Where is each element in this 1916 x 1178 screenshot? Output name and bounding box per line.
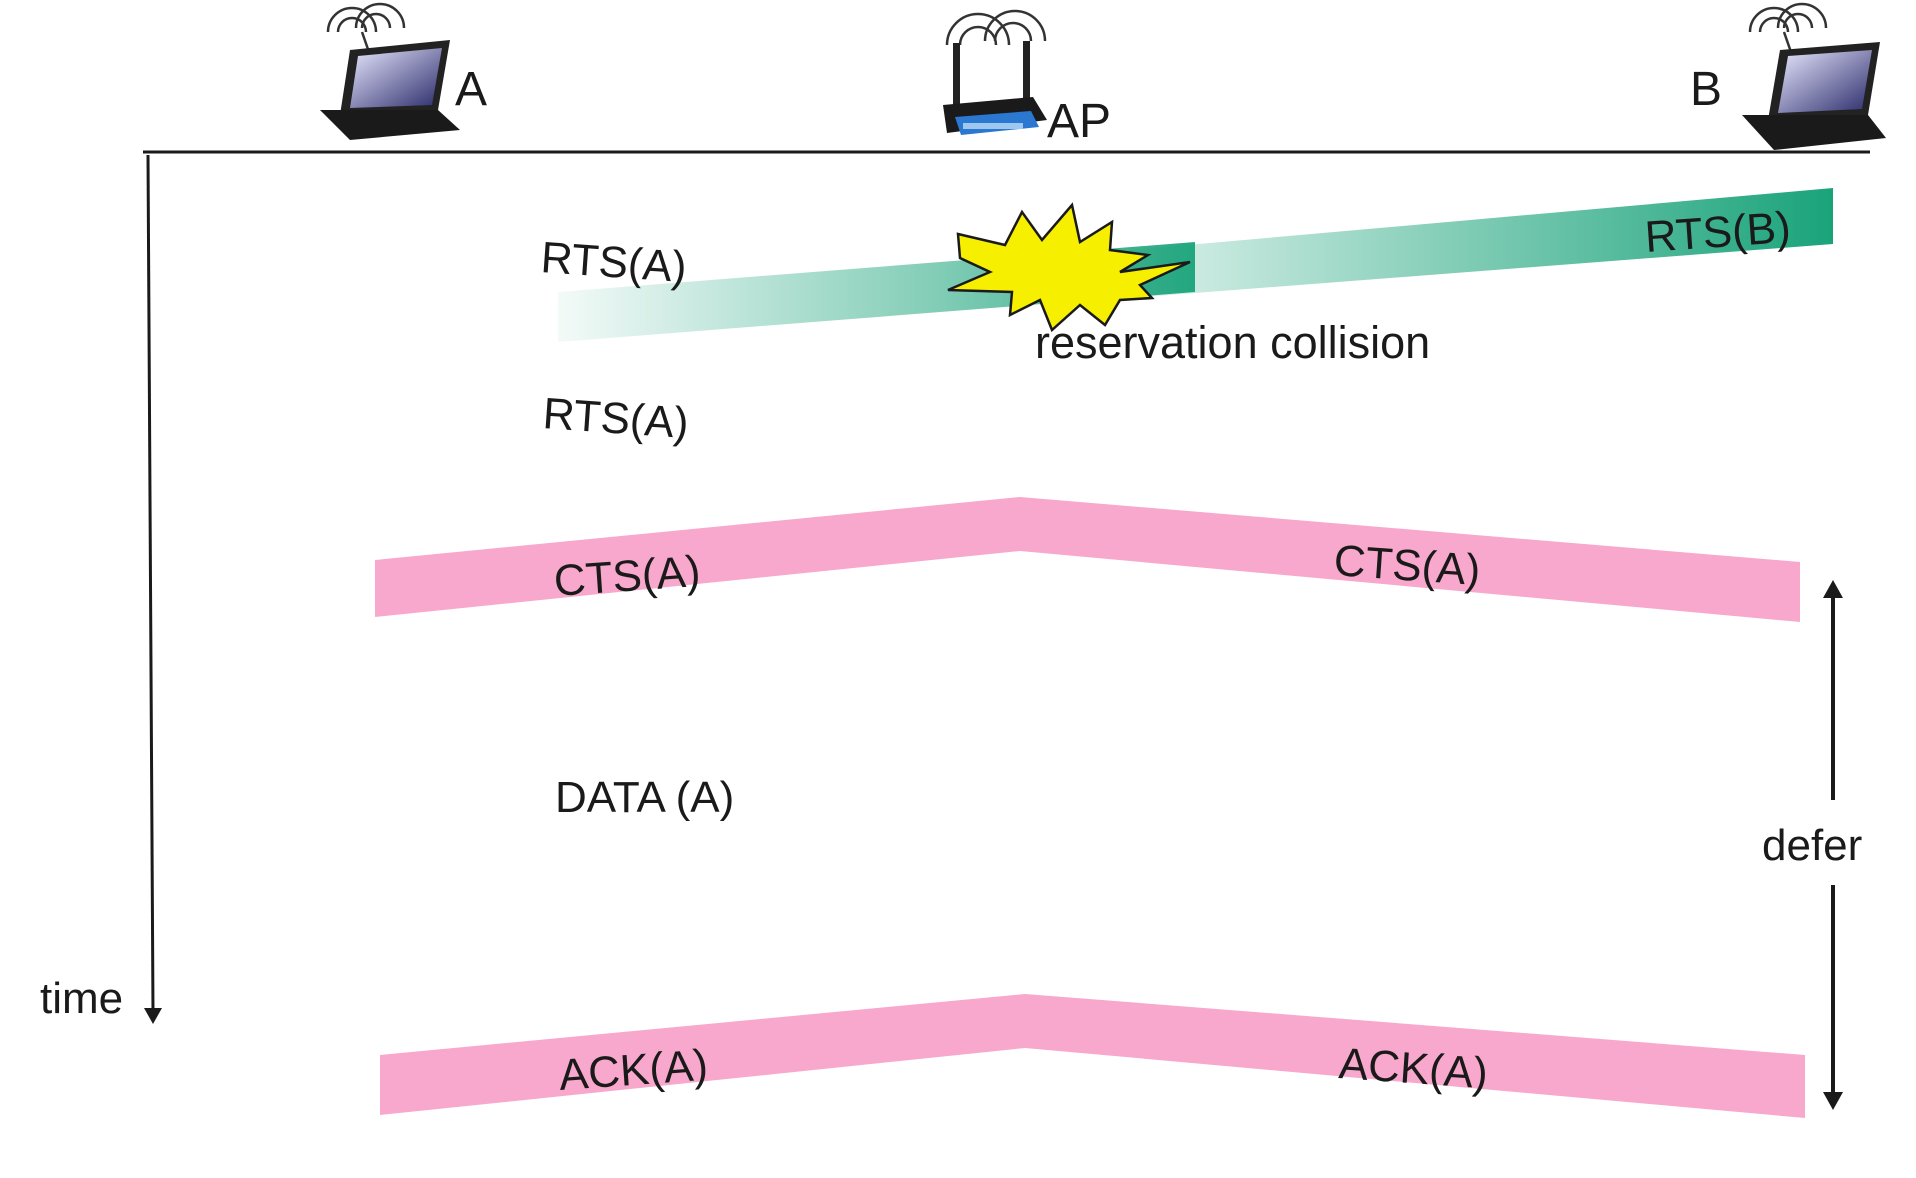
laptop-b-icon <box>1742 2 1886 150</box>
time-axis-label: time <box>40 974 123 1023</box>
rts-a-label-1: RTS(A) <box>539 233 688 292</box>
collision-burst-icon <box>947 202 1191 333</box>
rts-b-label: RTS(B) <box>1643 203 1792 262</box>
defer-arrowhead-up <box>1823 580 1843 598</box>
node-ap-label: AP <box>1047 95 1111 148</box>
access-point-icon <box>943 9 1047 135</box>
collision-label: reservation collision <box>1035 317 1430 368</box>
rts-a-label-2: RTS(A) <box>541 389 690 448</box>
ack-band <box>380 994 1805 1118</box>
defer-label: defer <box>1762 821 1862 870</box>
data-label: DATA (A) <box>555 773 734 822</box>
laptop-a-icon <box>320 2 460 140</box>
node-a-label: A <box>455 63 487 116</box>
ack-right-label: ACK(A) <box>1337 1039 1489 1098</box>
time-axis-line <box>146 154 155 1013</box>
node-b-label: B <box>1690 63 1722 116</box>
ack-left-label: ACK(A) <box>557 1041 709 1100</box>
cts-left-label: CTS(A) <box>552 547 702 606</box>
rts-b-band <box>1130 188 1833 298</box>
time-axis-arrowhead <box>144 1008 162 1024</box>
defer-arrowhead-down <box>1823 1092 1843 1110</box>
cts-right-label: CTS(A) <box>1332 536 1482 595</box>
cts-band <box>375 497 1800 622</box>
